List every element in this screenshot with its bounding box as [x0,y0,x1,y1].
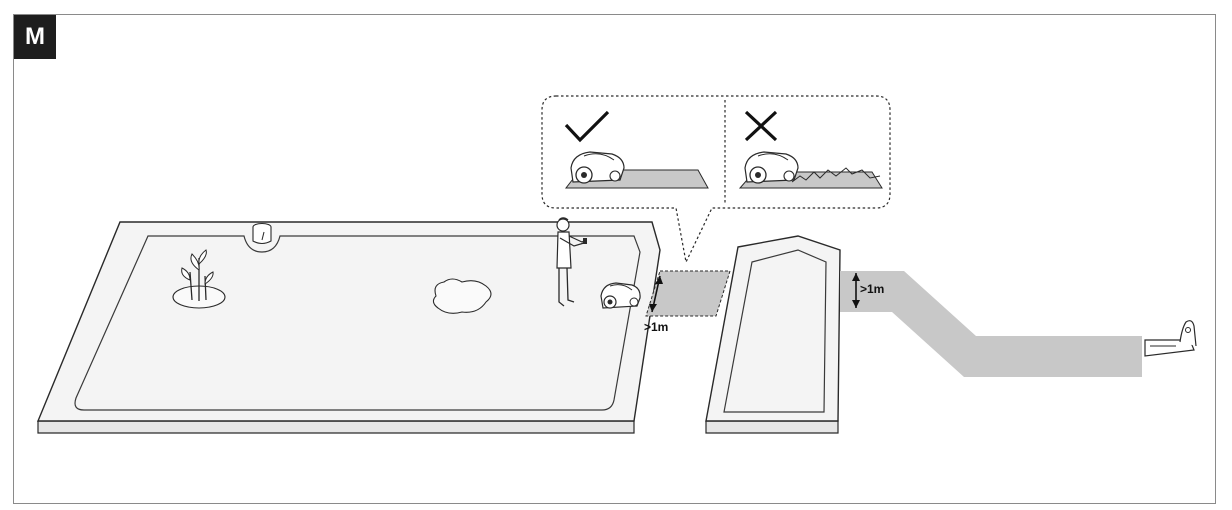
narrow-passage: >1m [644,270,731,334]
robot-mower-icon [570,151,625,184]
cross-mark-icon [744,110,778,142]
corridor-path: >1m [840,271,1142,377]
correct-example [564,110,709,189]
docking-station-icon [1144,320,1197,357]
callout-bubble [541,95,891,264]
robot-mower-icon [744,151,799,184]
check-mark-icon [564,110,610,143]
pond-shape [432,278,492,314]
plant-exclusion-zone [172,249,226,309]
charging-post-icon [252,222,272,245]
incorrect-example [738,110,883,189]
figure-panel-label: M [14,15,56,59]
robot-mower-icon [600,282,641,309]
corridor-distance-label: >1m [860,282,884,296]
passage-distance-label: >1m [644,320,668,334]
person-with-phone-icon [556,217,587,307]
middle-bed [705,235,841,434]
